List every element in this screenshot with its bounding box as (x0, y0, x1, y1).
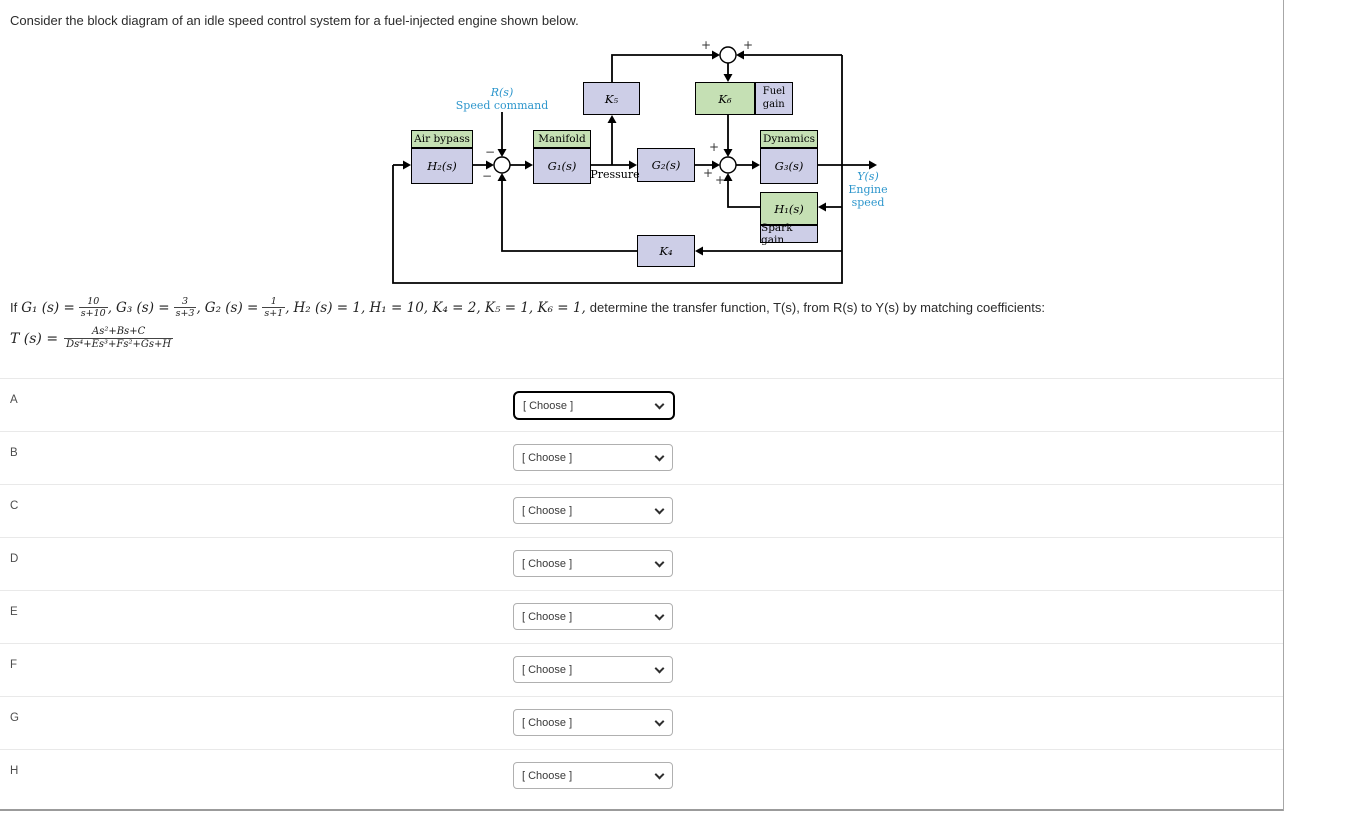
row-label: F (10, 659, 18, 671)
answer-row-h: H [ Choose ] (0, 750, 1284, 811)
y-caption-1: Engine (848, 183, 888, 197)
label-air-bypass: Air bypass (411, 130, 473, 148)
block-k6: K₆ (695, 82, 755, 115)
answer-row-a: A [ Choose ] (0, 379, 1284, 432)
answer-row-f: F [ Choose ] (0, 644, 1284, 697)
block-g1: G₁(s) (533, 148, 591, 184)
block-g3: G₃(s) (760, 148, 818, 184)
g1-definition: G₁ (s) = (21, 299, 75, 316)
answer-select-a[interactable]: [ Choose ] (513, 391, 675, 420)
middle-summing-junction (719, 156, 737, 174)
y-caption-2: speed (851, 196, 885, 210)
g2-denominator: s+1 (262, 307, 286, 320)
select-wrapper: [ Choose ] (513, 603, 675, 631)
answer-row-e: E [ Choose ] (0, 591, 1284, 644)
g1-fraction: 10 s+10 (78, 296, 108, 320)
g2-numerator: 1 (270, 296, 277, 307)
g1-denominator: s+10 (78, 307, 108, 320)
sign-left-sum-bottom: − (482, 169, 493, 183)
question-prefix: If (10, 300, 18, 316)
sign-left-sum-left: − (485, 145, 496, 159)
sign-top-sum-left: + (701, 38, 712, 52)
select-wrapper: [ Choose ] (513, 762, 675, 790)
row-label: B (10, 447, 18, 459)
select-wrapper: [ Choose ] (513, 550, 675, 578)
y-signal: Y(s) (857, 170, 879, 183)
answer-rows: A [ Choose ] B [ Choose ] C [ Choose ] D (0, 378, 1284, 811)
label-spark-gain: Spark gain (760, 222, 818, 246)
label-manifold: Manifold (533, 130, 591, 148)
answer-select-h[interactable]: [ Choose ] (513, 762, 673, 789)
block-k5: K₅ (583, 82, 640, 115)
g3-fraction: 3 s+3 (173, 296, 197, 320)
input-r-label: R(s) Speed command (430, 86, 574, 112)
row-label: E (10, 606, 18, 618)
select-wrapper: [ Choose ] (513, 656, 675, 684)
question-text: If G₁ (s) = 10 s+10 , G₃ (s) = 3 s+3 , G… (10, 296, 1275, 320)
answer-select-e[interactable]: [ Choose ] (513, 603, 673, 630)
left-summing-junction (493, 156, 511, 174)
content-right-divider (1283, 0, 1284, 811)
g3-denominator: s+3 (173, 307, 197, 320)
label-fuel-gain: Fuel gain (755, 82, 793, 115)
sign-mid-sum-bottom: + (715, 173, 726, 187)
output-y-label: Y(s) Engine speed (846, 170, 890, 210)
sign-top-sum-right: + (743, 38, 754, 52)
answer-row-g: G [ Choose ] (0, 697, 1284, 750)
sign-mid-sum-left: + (703, 166, 714, 180)
label-fuel-gain-line2: gain (762, 98, 785, 110)
answer-row-b: B [ Choose ] (0, 432, 1284, 485)
row-label: G (10, 712, 19, 724)
select-wrapper: [ Choose ] (513, 391, 675, 420)
label-pressure: Pressure (590, 168, 640, 181)
constants-definition: H₂ (s) = 1, H₁ = 10, K₄ = 2, K₅ = 1, K₆ … (293, 299, 586, 316)
separator: , (107, 299, 113, 316)
answer-select-c[interactable]: [ Choose ] (513, 497, 673, 524)
answer-select-g[interactable]: [ Choose ] (513, 709, 673, 736)
block-k4: K₄ (637, 235, 695, 267)
formula-numerator: As²+Bs+C (91, 326, 146, 337)
r-signal: R(s) (490, 86, 514, 99)
diagram-wires (392, 46, 877, 284)
select-wrapper: [ Choose ] (513, 444, 675, 472)
sign-mid-sum-top: + (709, 140, 720, 154)
question-suffix: determine the transfer function, T(s), f… (589, 300, 1045, 316)
row-label: D (10, 553, 19, 565)
g2-definition: G₂ (s) = (204, 299, 259, 316)
label-fuel-gain-line1: Fuel (762, 86, 786, 97)
block-h2: H₂(s) (411, 148, 473, 184)
bottom-divider (0, 809, 1284, 811)
formula-lhs: T (s) = (10, 330, 59, 347)
answer-select-d[interactable]: [ Choose ] (513, 550, 673, 577)
separator: , (285, 299, 290, 316)
row-label: H (10, 765, 19, 777)
row-label: C (10, 500, 19, 512)
g2-fraction: 1 s+1 (262, 296, 286, 320)
g3-numerator: 3 (182, 296, 189, 307)
r-caption: Speed command (455, 99, 549, 113)
g1-numerator: 10 (87, 296, 100, 307)
answer-row-d: D [ Choose ] (0, 538, 1284, 591)
formula-denominator: Ds⁴+Es³+Fs²+Gs+H (64, 338, 174, 350)
block-h1: H₁(s) (760, 192, 818, 225)
formula-fraction: As²+Bs+C Ds⁴+Es³+Fs²+Gs+H (64, 326, 174, 351)
block-g2: G₂(s) (637, 148, 695, 182)
label-dynamics: Dynamics (760, 130, 818, 148)
row-label: A (10, 394, 18, 406)
g3-definition: G₃ (s) = (116, 299, 170, 316)
page-title: Consider the block diagram of an idle sp… (10, 13, 579, 28)
separator: , (196, 299, 201, 316)
answer-select-f[interactable]: [ Choose ] (513, 656, 673, 683)
transfer-function-formula: T (s) = As²+Bs+C Ds⁴+Es³+Fs²+Gs+H (10, 326, 174, 351)
select-wrapper: [ Choose ] (513, 497, 675, 525)
top-summing-junction (719, 46, 737, 64)
answer-row-c: C [ Choose ] (0, 485, 1284, 538)
select-wrapper: [ Choose ] (513, 709, 675, 737)
block-diagram: Air bypass H₂(s) Manifold G₁(s) K₅ K₆ Fu… (390, 38, 890, 292)
answer-select-b[interactable]: [ Choose ] (513, 444, 673, 471)
